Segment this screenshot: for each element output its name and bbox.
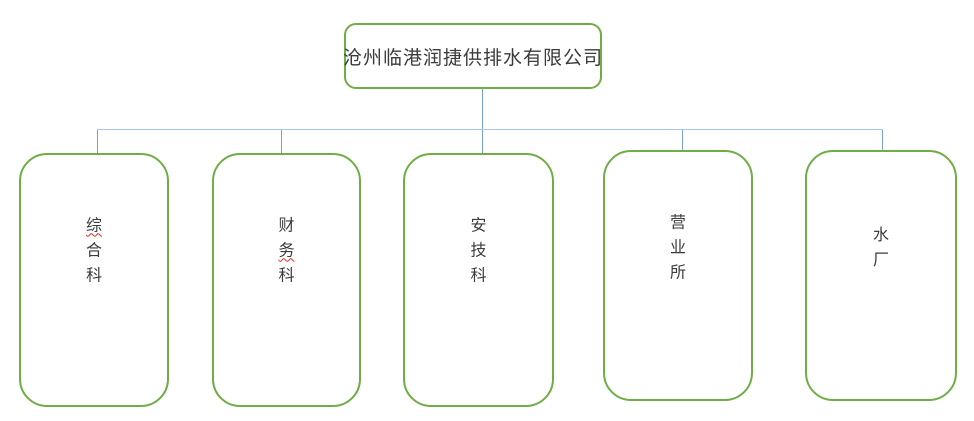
dept-label-char: 科 xyxy=(85,265,102,285)
connector-stub-3 xyxy=(482,130,483,153)
connector-horizontal-rail xyxy=(97,129,883,130)
org-root-label: 沧州临港润捷供排水有限公司 xyxy=(343,46,604,69)
dept-box-3[interactable]: 安技科 xyxy=(403,153,554,407)
dept-box-5[interactable]: 水厂 xyxy=(805,150,957,401)
dept-box-4[interactable]: 营业所 xyxy=(603,150,753,401)
dept-label-char: 所 xyxy=(669,262,686,282)
dept-label-char: 水 xyxy=(872,225,889,244)
connector-stub-2 xyxy=(281,130,282,153)
connector-root-stub xyxy=(482,89,483,130)
dept-label-char: 综 xyxy=(85,215,102,235)
dept-label-char: 营 xyxy=(669,212,686,232)
dept-box-2[interactable]: 财务科 xyxy=(212,153,361,407)
dept-label-char: 厂 xyxy=(872,250,889,269)
dept-label-char: 技 xyxy=(470,240,487,260)
connector-stub-1 xyxy=(97,130,98,153)
dept-label-char: 科 xyxy=(470,265,487,285)
dept-label: 财务科 xyxy=(214,213,359,288)
dept-label-char: 合 xyxy=(85,240,102,260)
dept-label: 安技科 xyxy=(405,213,552,288)
dept-label-char: 财 xyxy=(278,215,295,235)
dept-box-1[interactable]: 综合科 xyxy=(19,153,169,407)
dept-label-char: 科 xyxy=(278,265,295,285)
dept-label: 水厂 xyxy=(807,222,955,272)
dept-label-char: 业 xyxy=(669,237,686,257)
org-root-box[interactable]: 沧州临港润捷供排水有限公司 xyxy=(343,23,604,89)
dept-label-char: 安 xyxy=(470,215,487,235)
dept-label: 综合科 xyxy=(21,213,167,288)
dept-label-char: 务 xyxy=(278,240,295,260)
connector-stub-5 xyxy=(882,130,883,150)
connector-stub-4 xyxy=(682,130,683,150)
dept-label: 营业所 xyxy=(605,210,751,285)
